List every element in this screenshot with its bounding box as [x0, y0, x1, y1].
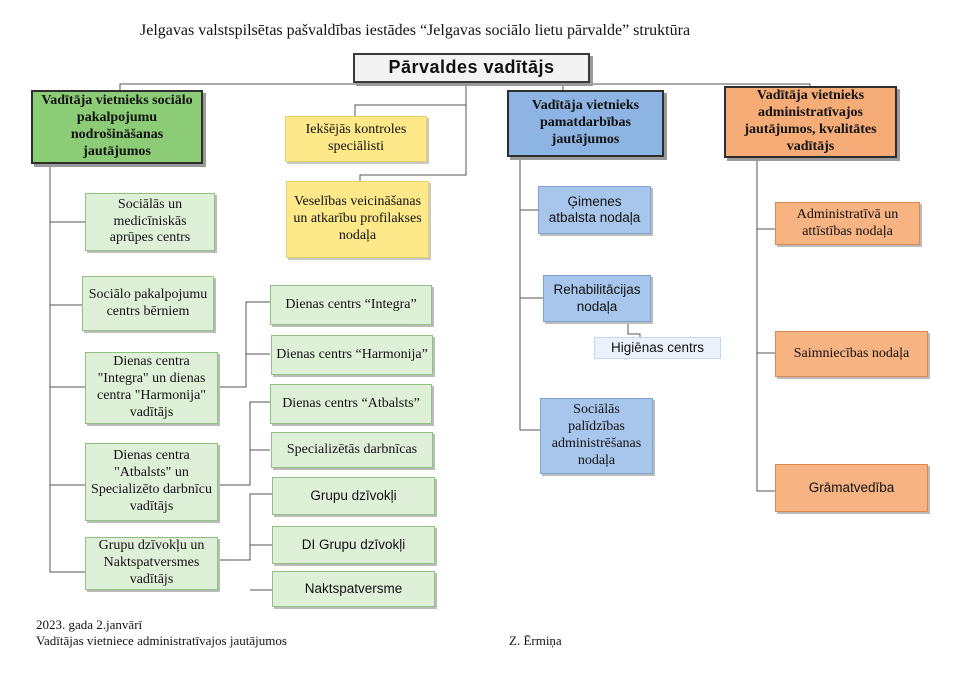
children-center-box: Sociālo pakalpojumu centrs bērniem [82, 276, 214, 331]
deputy-admin-box: Vadītāja vietnieks administratīvajos jau… [724, 86, 897, 158]
workshops-box: Specializētās darbnīcas [271, 432, 433, 468]
maintenance-box: Saimniecības nodaļa [775, 331, 928, 377]
atbalsts-head-box: Dienas centra "Atbalsts" un Specializēto… [85, 443, 218, 521]
integra-harmonija-head-box: Dienas centra "Integra" un dienas centra… [85, 352, 218, 424]
group-apartments-box: Grupu dzīvokļi [272, 477, 435, 515]
integra-box: Dienas centrs “Integra” [270, 285, 432, 325]
apartments-head-box: Grupu dzīvokļu un Naktspatversmes vadītā… [85, 537, 218, 590]
medical-center-box: Sociālās un medicīniskās aprūpes centrs [85, 193, 215, 251]
family-support-box: Ģimenes atbalsta nodaļa [538, 186, 651, 234]
deputy-social-box: Vadītāja vietnieks sociālo pakalpojumu n… [31, 90, 203, 164]
footer-signer: Z. Ērmiņa [509, 633, 562, 648]
benefits-box: Sociālās palīdzības administrēšanas noda… [540, 398, 653, 474]
night-shelter-box: Naktspatversme [272, 571, 435, 607]
footer-date: 2023. gada 2.janvārī [36, 617, 143, 632]
rehab-box: Rehabilitācijas nodaļa [543, 275, 651, 322]
di-group-apartments-box: DI Grupu dzīvokļi [272, 526, 435, 564]
accounting-box: Grāmatvedība [775, 464, 928, 512]
admin-dev-box: Administratīvā un attīstības nodaļa [775, 202, 920, 245]
harmonija-box: Dienas centrs “Harmonija” [271, 335, 433, 375]
deputy-main-box: Vadītāja vietnieks pamatdarbības jautāju… [507, 90, 664, 157]
footer-position: Vadītājas vietniece administratīvajos ja… [36, 633, 287, 648]
hygiene-center-box: Higiēnas centrs [594, 337, 721, 359]
health-unit-box: Veselības veicināšanas un atkarību profi… [286, 181, 429, 258]
atbalsts-box: Dienas centrs “Atbalsts” [270, 384, 432, 424]
page-title: Jelgavas valstspilsētas pašvaldības iest… [140, 22, 691, 39]
internal-control-box: Iekšējās kontroles speciālisti [285, 116, 427, 162]
director-box: Pārvaldes vadītājs [353, 53, 590, 83]
